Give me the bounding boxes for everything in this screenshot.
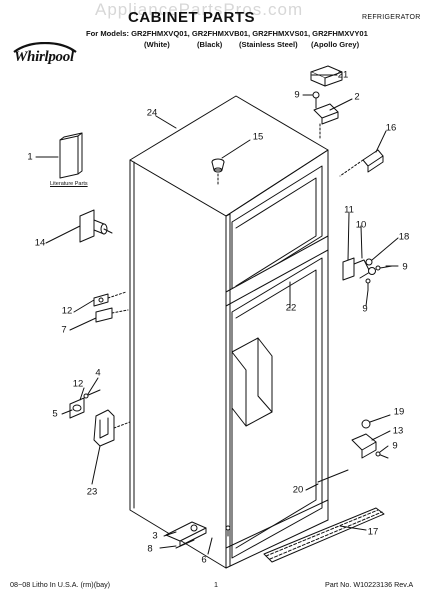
color-label-stainless: (Stainless Steel) — [239, 40, 298, 49]
callout-20: 20 — [292, 484, 304, 496]
callout-17: 17 — [367, 526, 379, 538]
callout-3: 3 — [152, 530, 158, 542]
color-label-white: (White) — [144, 40, 170, 49]
callout-9-top: 9 — [294, 89, 300, 101]
callout-9-mid: 9 — [362, 303, 368, 315]
watermark-text: AppliancePartsPros.com — [95, 0, 304, 19]
part-7-12-screws — [93, 291, 129, 323]
callout-23: 23 — [86, 486, 98, 498]
cabinet-body — [129, 95, 329, 569]
callout-21: 21 — [337, 69, 349, 81]
part-1-literature — [59, 132, 83, 179]
callout-12-upper: 12 — [61, 305, 73, 317]
callout-15: 15 — [252, 131, 264, 143]
page-title: CABINET PARTS — [128, 9, 256, 26]
color-label-apollo-grey: (Apollo Grey) — [311, 40, 360, 49]
callout-19: 19 — [393, 406, 405, 418]
callout-14: 14 — [34, 237, 46, 249]
literature-parts-caption: Literature Parts — [50, 181, 88, 187]
callout-18: 18 — [398, 231, 410, 243]
callout-1: 1 — [27, 151, 33, 163]
part-17-grille — [263, 469, 385, 563]
callout-24: 24 — [146, 107, 158, 119]
right-bottom-hinge-assembly — [351, 419, 389, 459]
part-16-cap — [339, 149, 384, 177]
callout-5: 5 — [52, 408, 58, 420]
bottom-left-hinge-assembly — [69, 389, 131, 447]
models-line: For Models: GR2FHMXVQ01, GR2FHMXVB01, GR… — [86, 29, 368, 38]
callout-2: 2 — [354, 91, 360, 103]
category-label: REFRIGERATOR — [362, 14, 421, 21]
footer-part-number: Part No. W10223136 Rev.A — [325, 580, 414, 589]
leader-lines — [35, 74, 399, 555]
part-15-plug — [211, 158, 225, 187]
callout-8: 8 — [147, 543, 153, 555]
footer-page-number: 1 — [214, 580, 218, 589]
callout-7: 7 — [61, 324, 67, 336]
part-14-hinge — [79, 209, 113, 243]
footer-litho: 08−08 Litho In U.S.A. (rm)(bay) — [10, 580, 111, 589]
callout-22: 22 — [285, 302, 297, 314]
callout-9-right: 9 — [402, 261, 408, 273]
callout-12-lower: 12 — [72, 378, 84, 390]
callout-11: 11 — [344, 204, 354, 216]
callout-13: 13 — [392, 425, 404, 437]
color-label-black: (Black) — [197, 40, 223, 49]
callout-16: 16 — [385, 122, 397, 134]
bottom-hinge-assembly — [165, 521, 231, 549]
logo-text: Whirlpool — [14, 49, 74, 65]
callout-9-lower: 9 — [392, 440, 398, 452]
callout-4: 4 — [95, 367, 101, 379]
callout-6: 6 — [201, 554, 207, 566]
callout-10: 10 — [355, 219, 367, 231]
right-middle-hinge-assembly — [342, 257, 393, 291]
whirlpool-logo-icon — [13, 42, 77, 53]
